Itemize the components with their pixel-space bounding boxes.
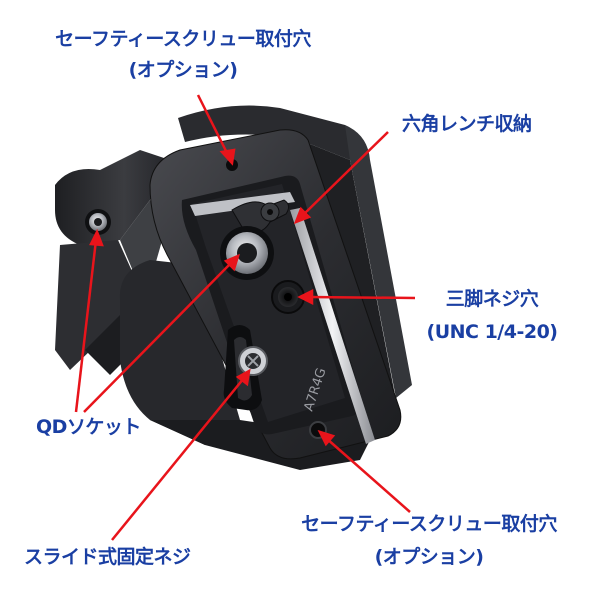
wing-knob xyxy=(231,199,290,234)
qd-socket xyxy=(85,209,111,235)
label-tripod-screw-line2: (UNC 1/4-20) xyxy=(426,321,558,343)
arrow-qd-2 xyxy=(83,253,240,413)
label-qd-socket: QDソケット xyxy=(36,416,141,438)
arrow-hex-wrench xyxy=(293,131,389,225)
arrow-tripod-hole xyxy=(297,288,416,306)
label-safety-screw-bottom: セーフティースクリュー取付穴 (オプション) xyxy=(264,515,594,567)
slide-screw xyxy=(238,346,268,376)
label-safety-screw-bottom-line1: セーフティースクリュー取付穴 xyxy=(301,513,557,535)
arca-socket xyxy=(220,226,274,280)
arrow-safety-bottom xyxy=(317,429,411,513)
callout-arrows xyxy=(74,94,416,541)
label-tripod-screw-line1: 三脚ネジ穴 xyxy=(445,288,539,310)
hex-wrench-storage xyxy=(190,192,375,444)
label-safety-screw-top-line2: (オプション) xyxy=(128,59,238,81)
arrow-slide-screw xyxy=(111,368,251,541)
label-safety-screw-top-line1: セーフティースクリュー取付穴 xyxy=(55,28,311,50)
arrow-safety-top xyxy=(196,94,236,166)
label-safety-screw-top: セーフティースクリュー取付穴 (オプション) xyxy=(18,30,348,80)
label-slide-screw: スライド式固定ネジ xyxy=(24,546,191,568)
label-tripod-screw: 三脚ネジ穴 (UNC 1/4-20) xyxy=(402,290,582,342)
arrow-qd-1 xyxy=(74,228,104,413)
label-safety-screw-bottom-line2: (オプション) xyxy=(374,546,484,568)
label-hex-wrench: 六角レンチ収納 xyxy=(402,113,532,135)
